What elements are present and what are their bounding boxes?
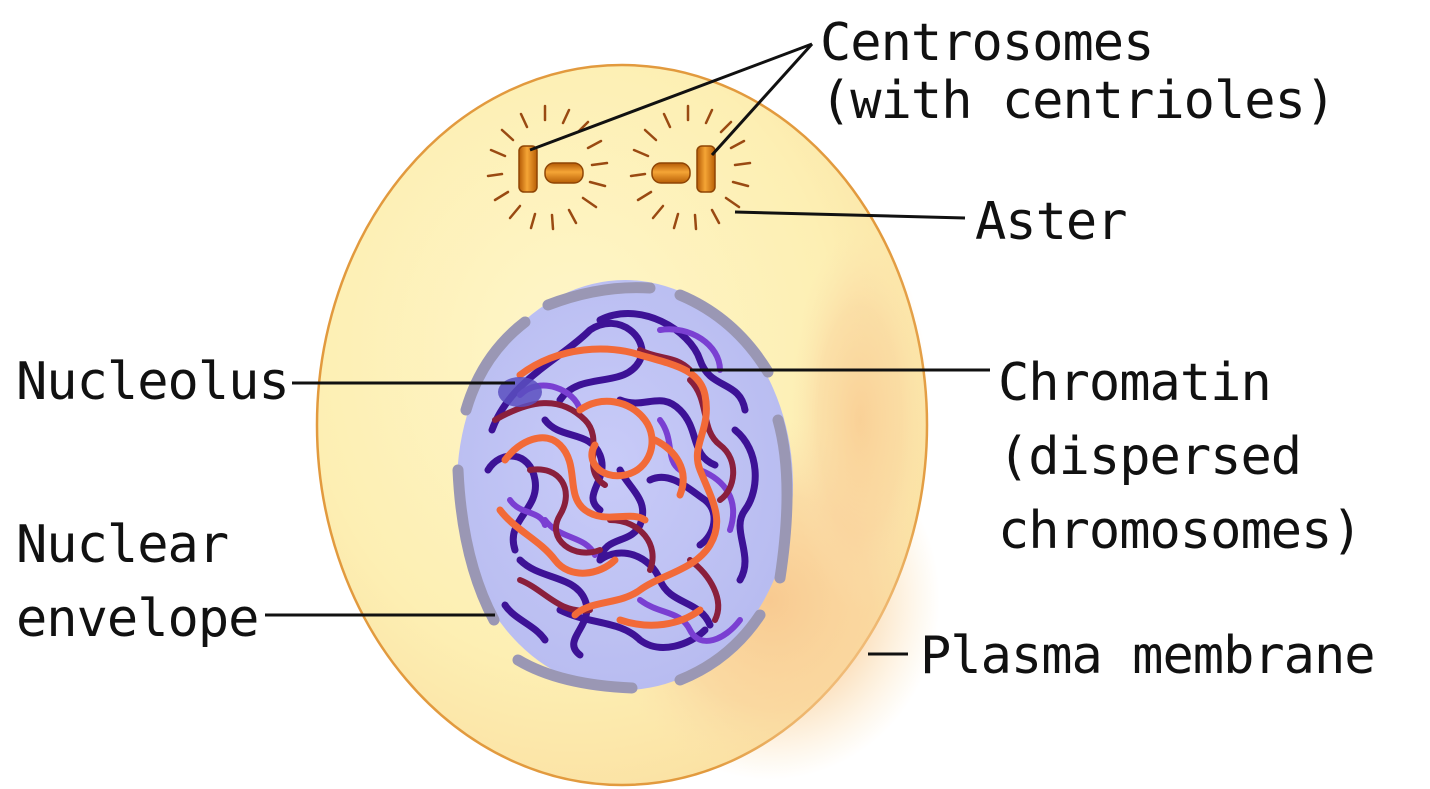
label-centrosomes-line2: (with centrioles) <box>820 72 1335 130</box>
label-nuclear-envelope-line1: Nuclear <box>16 508 258 582</box>
label-nuclear-envelope-line2: envelope <box>16 582 258 656</box>
label-nuclear-envelope: Nuclear envelope <box>16 508 258 656</box>
cytoplasm-shading <box>790 230 930 610</box>
centriole <box>652 163 690 183</box>
centriole <box>545 163 583 183</box>
label-centrosomes: Centrosomes (with centrioles) <box>820 14 1335 130</box>
centriole <box>519 146 537 192</box>
label-chromatin-line2: (dispersed <box>998 420 1362 494</box>
label-plasma-membrane: Plasma membrane <box>920 630 1375 682</box>
label-chromatin-line3: chromosomes) <box>998 494 1362 568</box>
label-nucleolus: Nucleolus <box>16 356 289 408</box>
label-chromatin-line1: Chromatin <box>998 346 1362 420</box>
label-centrosomes-line1: Centrosomes <box>820 14 1335 72</box>
label-chromatin: Chromatin (dispersed chromosomes) <box>998 346 1362 568</box>
label-aster: Aster <box>975 196 1127 248</box>
